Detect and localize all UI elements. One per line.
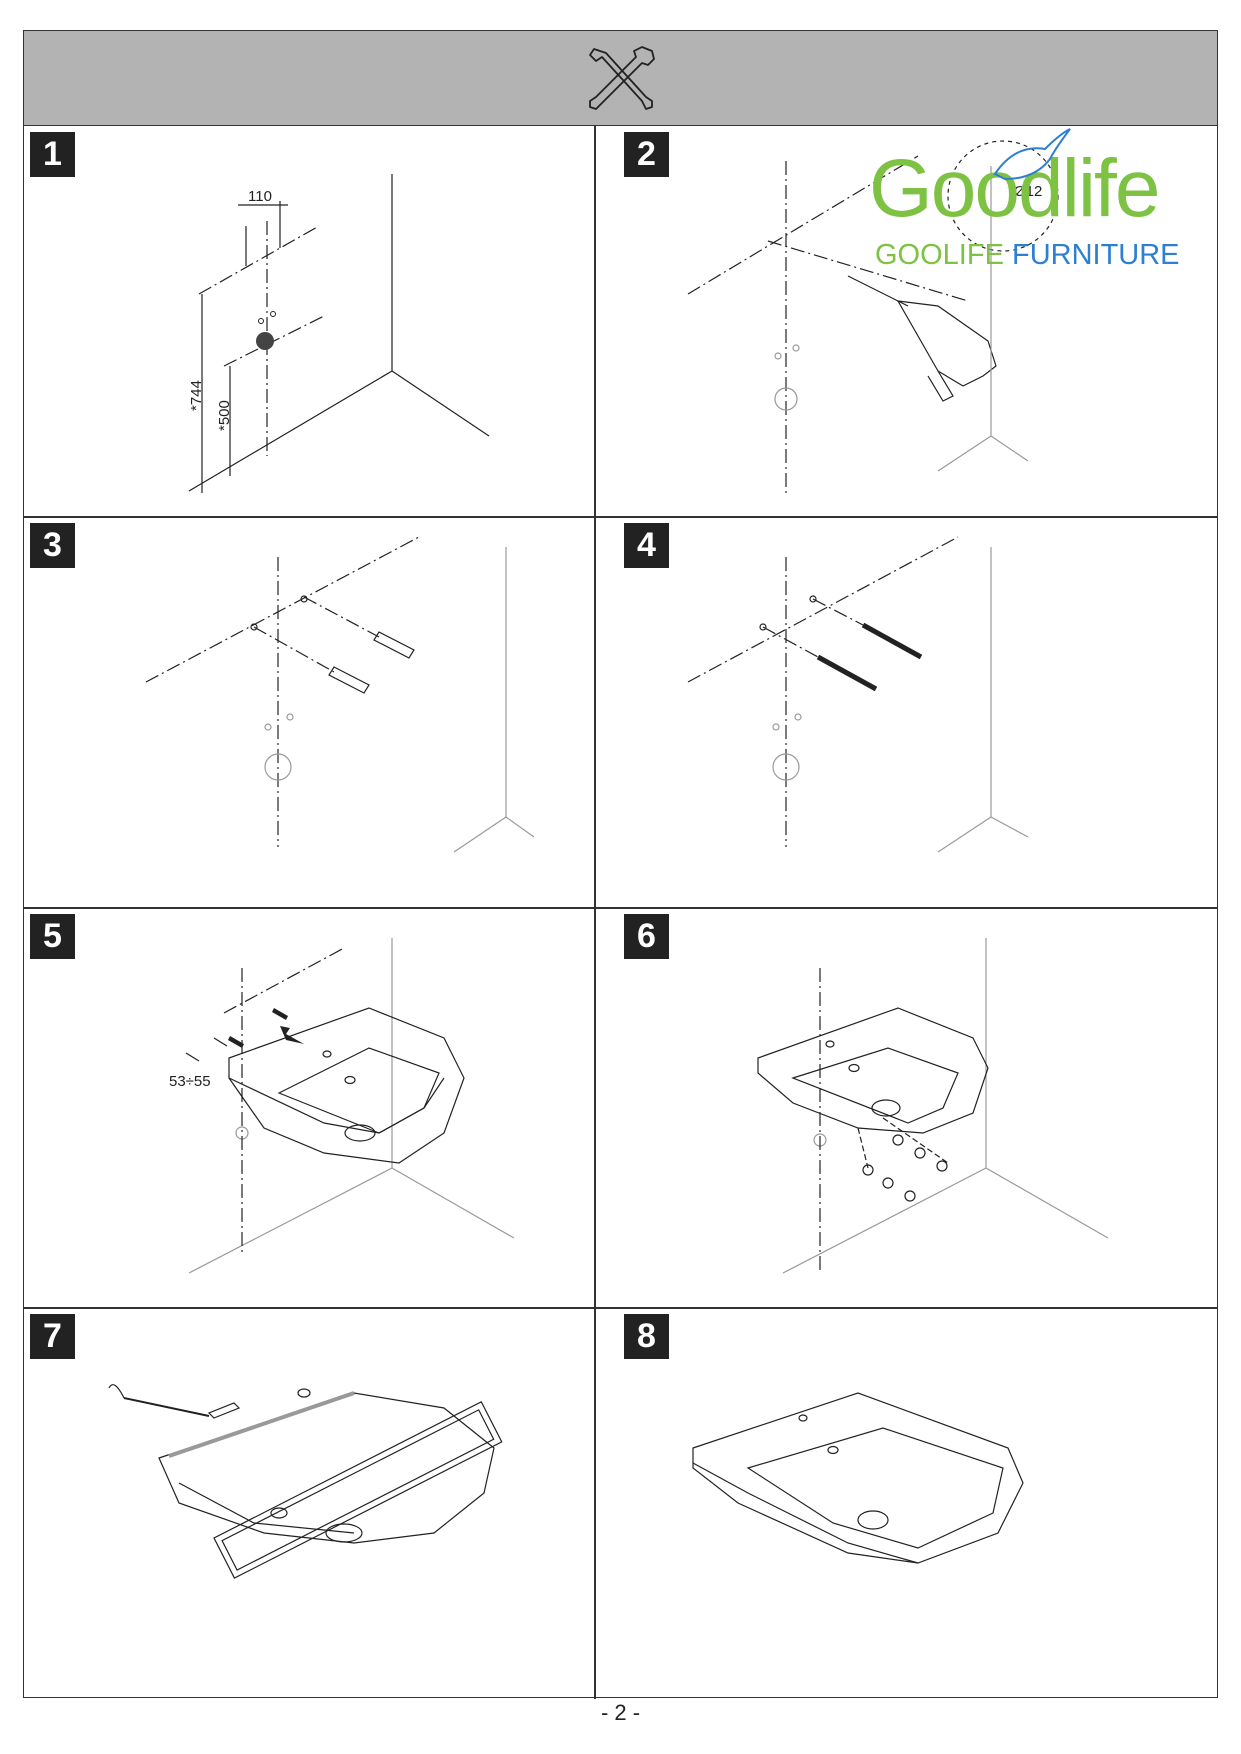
dim-drill: Ø12 — [1014, 183, 1042, 200]
bird-icon — [993, 128, 1071, 181]
step-7-panel: 7 — [24, 1308, 618, 1697]
steps-grid: 110 *744 *500 1 — [24, 126, 1217, 1697]
step-1-panel: 110 *744 *500 1 — [24, 126, 618, 516]
step-6-panel: 6 — [618, 908, 1218, 1307]
watermark-word: Goodlife — [869, 143, 1160, 234]
dim-gap: 53÷55 — [169, 1073, 211, 1090]
dim-500: *500 — [216, 400, 233, 431]
step-5-diagram: 53÷55 — [169, 938, 515, 1274]
step-8-panel: 8 — [618, 1308, 1218, 1697]
step-1-diagram: 110 *744 *500 — [188, 174, 490, 493]
step-number: 7 — [30, 1314, 75, 1359]
step-2-panel: Ø12 2 — [618, 126, 1218, 516]
step-4-diagram — [687, 536, 1029, 853]
step-6-diagram — [757, 938, 1109, 1274]
step-number: 6 — [624, 914, 669, 959]
instruction-sheet: 110 *744 *500 1 — [23, 30, 1218, 1699]
step-number: 5 — [30, 914, 75, 959]
step-3-panel: 3 — [24, 517, 618, 907]
step-number: 8 — [624, 1314, 669, 1359]
header-bar — [24, 31, 1217, 126]
step-5-panel: 53÷55 5 — [24, 908, 618, 1307]
dim-744: *744 — [188, 380, 205, 411]
page-number: - 2 - — [600, 1700, 641, 1725]
step-2-diagram: Ø12 — [687, 140, 1059, 496]
step-number: 3 — [30, 523, 75, 568]
column-divider — [594, 126, 596, 1699]
tools-icon — [589, 46, 655, 110]
step-number: 2 — [624, 132, 669, 177]
dim-110: 110 — [248, 188, 272, 205]
step-3-diagram — [145, 536, 535, 853]
goodlife-watermark: Goodlife GOOLIFE FURNITURE — [855, 124, 1210, 279]
step-8-diagram — [692, 1392, 1024, 1564]
step-7-diagram — [108, 1384, 503, 1579]
step-4-panel: 4 — [618, 517, 1218, 907]
step-number: 4 — [624, 523, 669, 568]
step-number: 1 — [30, 132, 75, 177]
watermark-tagline: GOOLIFE FURNITURE — [875, 239, 1180, 271]
